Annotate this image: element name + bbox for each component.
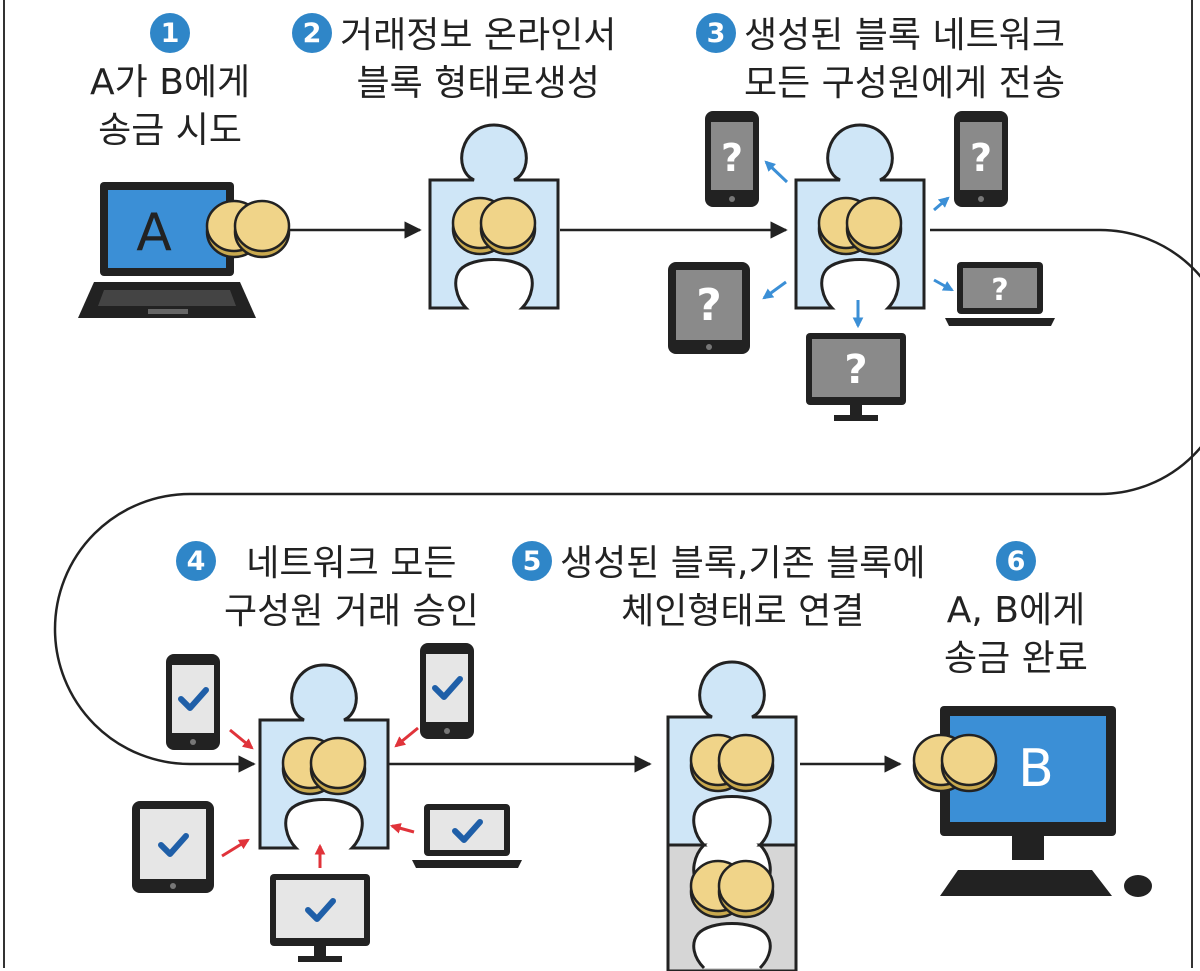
tablet-icon-unknown <box>668 262 750 354</box>
step-4-line-1: 네트워크 모든 <box>246 543 457 584</box>
diagram-frame <box>3 0 1193 968</box>
sender-label: A <box>136 203 172 263</box>
approval-arrows <box>221 726 419 868</box>
step-1-label: 1 A가 B에게 송금 시도 <box>90 12 250 155</box>
step-4-label: 4 네트워크 모든 구성원 거래 승인 <box>176 540 479 636</box>
step-3-label: 3 생성된 블록 네트워크 모든 구성원에게 전송 <box>696 12 1065 108</box>
step-6-badge: 6 <box>995 541 1036 581</box>
monitor-icon-approved <box>270 874 370 962</box>
receiver-label: B <box>1018 739 1054 799</box>
phone-icon-unknown-2 <box>954 111 1008 207</box>
step-4-badge: 4 <box>176 541 216 581</box>
step-1-line-1: A가 B에게 <box>90 62 251 103</box>
step-3-line-2: 모든 구성원에게 전송 <box>744 63 1065 104</box>
step-2-badge: 2 <box>292 13 332 53</box>
step-1-badge: 1 <box>150 13 191 53</box>
puzzle-block-icon-created <box>428 123 560 310</box>
step-2-line-1: 거래정보 온라인서 <box>340 15 617 56</box>
monitor-icon-unknown <box>806 333 906 421</box>
step-5-line-1: 생성된 블록,기존 블록에 <box>560 543 926 584</box>
broadcast-arrows <box>762 160 954 329</box>
puzzle-block-icon-chained-new <box>666 660 798 847</box>
step-1-line-2: 송금 시도 <box>98 110 243 151</box>
phone-icon-approved-2 <box>420 643 474 739</box>
step-3-line-1: 생성된 블록 네트워크 <box>744 15 1065 56</box>
step-2-label: 2 거래정보 온라인서 블록 형태로생성 <box>292 12 616 108</box>
laptop-icon-unknown <box>945 262 1055 326</box>
step-2-line-2: 블록 형태로생성 <box>356 63 600 104</box>
flow-curve-3-4 <box>53 228 1200 773</box>
step-4-line-2: 구성원 거래 승인 <box>224 591 479 632</box>
coin-icon-sender <box>205 199 291 259</box>
laptop-icon-approved <box>412 804 522 868</box>
puzzle-block-icon-chained-existing <box>666 843 798 971</box>
step-5-badge: 5 <box>512 541 552 581</box>
puzzle-block-icon-broadcast <box>794 123 926 310</box>
step-6-label: 6 A, B에게 송금 완료 <box>944 540 1088 683</box>
phone-icon-unknown-1 <box>705 111 759 207</box>
step-3-badge: 3 <box>696 13 736 53</box>
coin-icon-receiver <box>912 733 998 793</box>
step-5-label: 5 생성된 블록,기존 블록에 체인형태로 연결 <box>512 540 926 636</box>
tablet-icon-approved <box>132 801 214 893</box>
step-6-line-2: 송금 완료 <box>944 638 1088 679</box>
step-5-line-2: 체인형태로 연결 <box>621 591 865 632</box>
phone-icon-approved-1 <box>166 654 220 750</box>
puzzle-block-icon-approved <box>258 663 390 850</box>
step-6-line-1: A, B에게 <box>946 590 1086 631</box>
laptop-icon-sender: A <box>78 182 256 318</box>
